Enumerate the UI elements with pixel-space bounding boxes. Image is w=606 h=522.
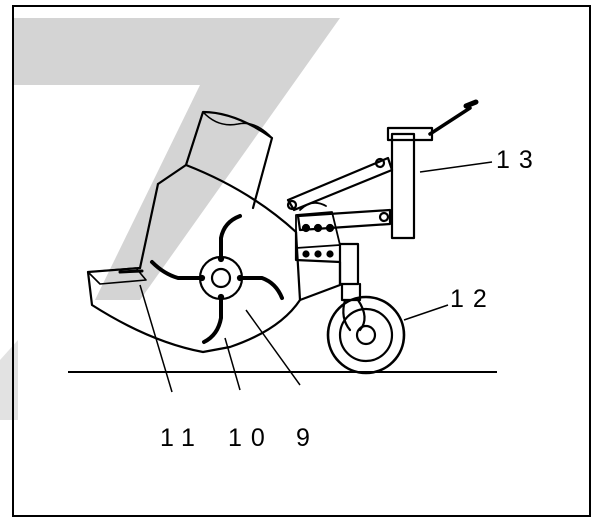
callout-13: 13	[496, 146, 542, 174]
callout-labels: 13 12 11 10 9	[160, 146, 542, 452]
callout-9: 9	[296, 424, 319, 452]
mounting-bracket	[294, 230, 342, 302]
leader-13	[419, 161, 493, 173]
front-lip	[87, 267, 147, 285]
frame-border	[12, 5, 591, 517]
machine-drawing	[86, 99, 479, 375]
leader-9	[245, 309, 301, 386]
callout-leaders	[139, 161, 493, 393]
watermark-shape	[0, 18, 340, 420]
rotor-housing	[86, 163, 302, 354]
flail-blades	[150, 214, 284, 344]
leader-10	[224, 337, 241, 391]
hitch-mast	[386, 99, 479, 240]
leader-11	[139, 284, 173, 393]
callout-12: 12	[450, 285, 496, 313]
leader-12	[403, 304, 449, 321]
hitch-links	[286, 156, 394, 232]
callout-11: 11	[160, 424, 204, 452]
rotor-hub	[198, 255, 244, 301]
callout-10: 10	[228, 424, 274, 452]
caster-wheel	[326, 242, 406, 375]
